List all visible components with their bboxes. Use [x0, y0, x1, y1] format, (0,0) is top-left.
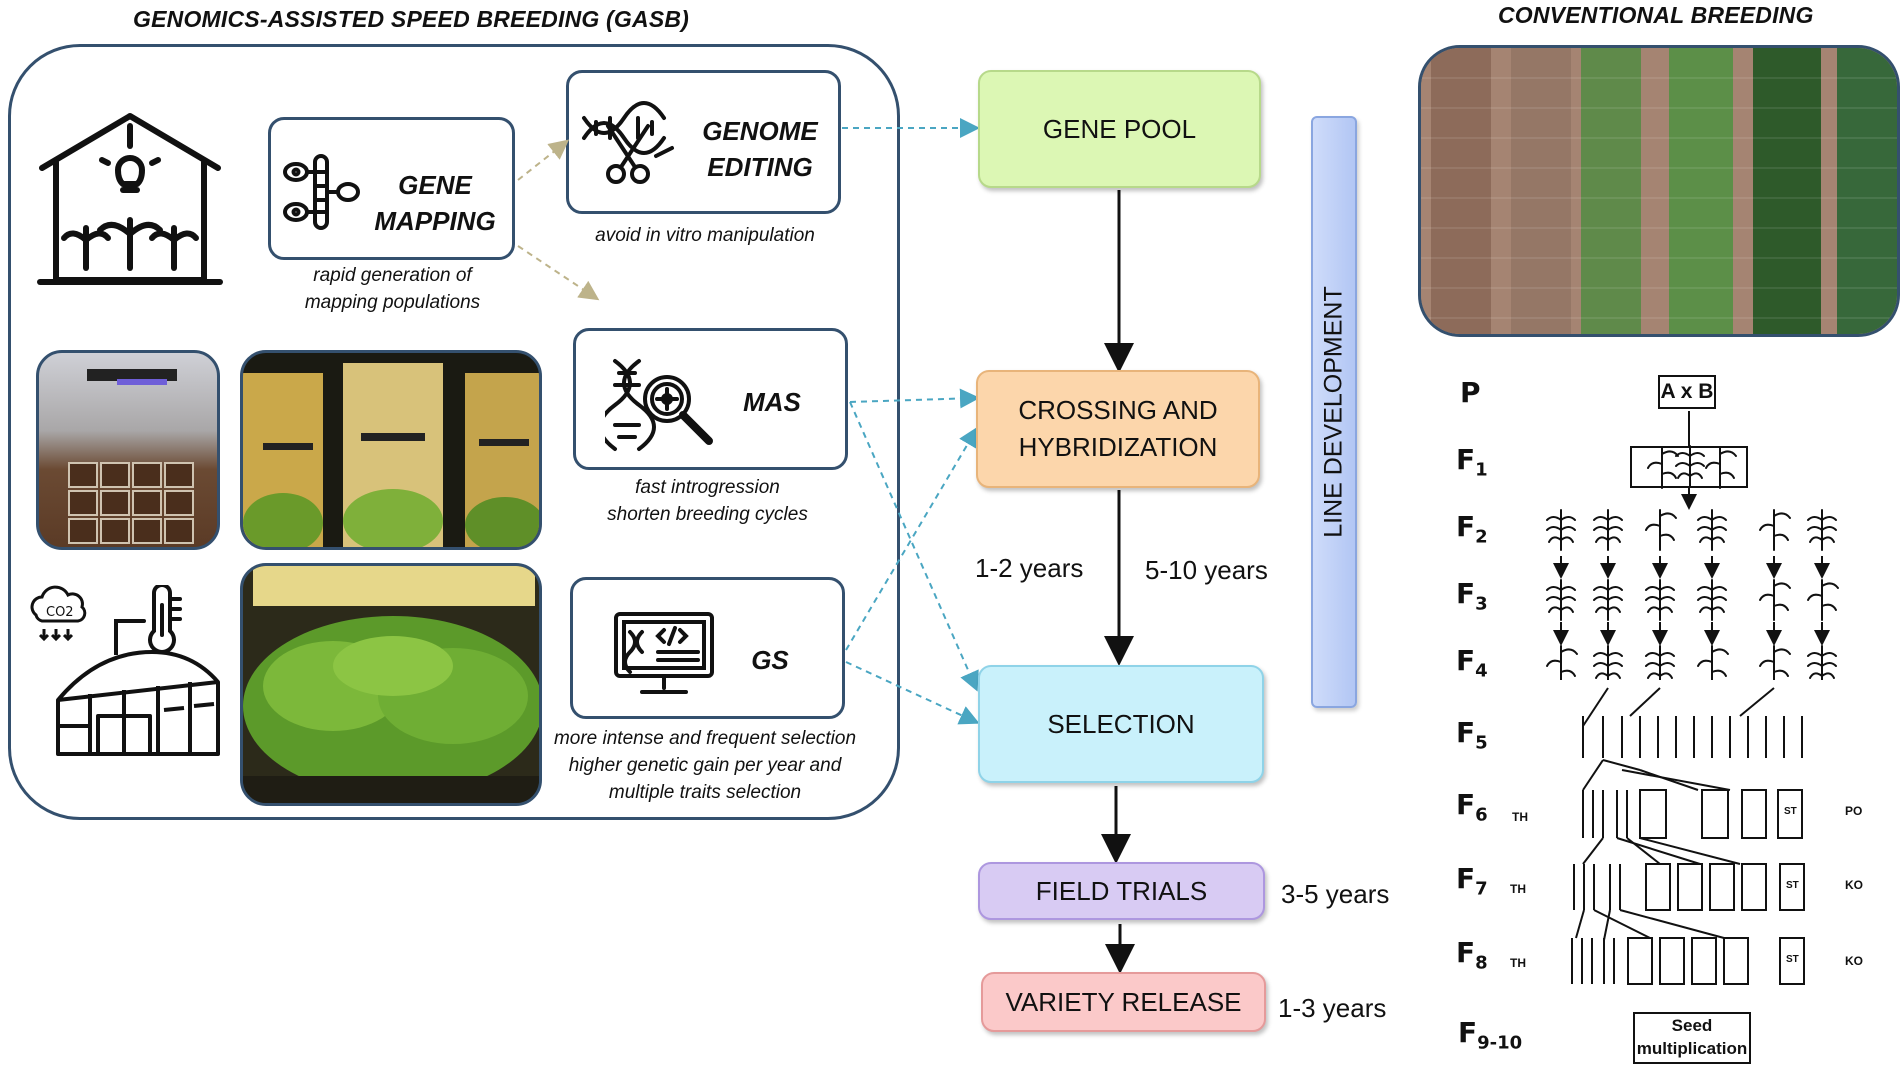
- variety-release-box: VARIETY RELEASE: [981, 972, 1266, 1032]
- growth-chamber-seedlings-photo: [240, 563, 542, 806]
- genome-editing-caption: avoid in vitro manipulation: [595, 225, 815, 246]
- field-trials-years: 3-5 years: [1281, 879, 1390, 909]
- field-trials-box: FIELD TRIALS: [978, 862, 1265, 920]
- growth-chamber-pots-photo: [36, 350, 220, 550]
- genome-editing-label-1: GENOME: [702, 116, 818, 146]
- gs-caption-2: higher genetic gain per year and: [568, 755, 842, 776]
- svg-text:CO2: CO2: [46, 605, 74, 620]
- ko-label-f7: KO: [1845, 878, 1863, 892]
- st-label-f7: ST: [1786, 880, 1799, 891]
- mas-card: [573, 328, 848, 470]
- line-development-label: LINE DEVELOPMENT: [1319, 286, 1348, 538]
- variety-release-years: 1-3 years: [1278, 993, 1387, 1023]
- gen-f4: F4: [1456, 644, 1488, 682]
- gene-mapping-label-2: MAPPING: [374, 206, 496, 236]
- greenhouse-icon: [56, 650, 220, 756]
- conventional-years: 5-10 years: [1145, 555, 1268, 585]
- gene-mapping-card: [268, 117, 515, 260]
- cross-box: A x B: [1658, 375, 1716, 409]
- seed-label-1: Seed: [1671, 1016, 1713, 1035]
- gs-caption-1: more intense and frequent selection: [553, 728, 857, 749]
- gs-caption-3: multiple traits selection: [608, 782, 802, 803]
- gen-f9-10: F9-10: [1458, 1016, 1523, 1054]
- gen-f6: F6: [1456, 788, 1488, 826]
- co2-cloud-icon: CO2: [30, 585, 87, 642]
- conventional-title: CONVENTIONAL BREEDING: [1498, 2, 1814, 28]
- crossing-label-1: CROSSING AND: [1018, 395, 1218, 425]
- field-trials-label: FIELD TRIALS: [1035, 875, 1208, 906]
- st-label-f6: ST: [1784, 806, 1797, 817]
- th-label-f7: TH: [1510, 882, 1526, 896]
- computer-dna-icon: [614, 612, 714, 694]
- gen-p: P: [1460, 376, 1481, 409]
- gene-pool-box: GENE POOL: [978, 70, 1261, 188]
- st-label-f8: ST: [1786, 954, 1799, 965]
- gene-mapping-icon: [283, 154, 360, 230]
- gs-label: GS: [751, 645, 789, 675]
- gasb-frame: [8, 44, 900, 820]
- selection-label: SELECTION: [1047, 708, 1195, 739]
- dna-magnifier-icon: [605, 359, 713, 451]
- genome-editing-label-2: EDITING: [707, 152, 813, 182]
- mas-caption-1: fast introgression: [635, 477, 780, 498]
- th-label-f8: TH: [1510, 956, 1526, 970]
- crossing-box: CROSSING AND HYBRIDIZATION: [976, 370, 1260, 488]
- gene-pool-label: GENE POOL: [1042, 113, 1197, 144]
- line-development-bar: [1311, 116, 1357, 708]
- gen-f7: F7: [1456, 862, 1488, 900]
- th-label-f6: TH: [1512, 810, 1528, 824]
- gen-f8: F8: [1456, 936, 1488, 974]
- gasb-title: GENOMICS-ASSISTED SPEED BREEDING (GASB): [133, 6, 690, 32]
- po-label: PO: [1845, 804, 1863, 818]
- mas-label: MAS: [743, 387, 801, 417]
- plant-generations-icon: [1546, 445, 1839, 680]
- mas-caption-2: shorten breeding cycles: [607, 504, 808, 525]
- gene-mapping-caption-2: mapping populations: [304, 292, 481, 313]
- growth-tents-lights-photo: [240, 350, 542, 550]
- aerial-field-plots-photo: [1418, 45, 1900, 337]
- gasb-years: 1-2 years: [975, 553, 1084, 583]
- crossing-label-2: HYBRIDIZATION: [1018, 432, 1218, 462]
- selection-box: SELECTION: [978, 665, 1264, 783]
- ko-label-f8: KO: [1845, 954, 1863, 968]
- seed-multiplication-box: Seed multiplication: [1633, 1012, 1751, 1064]
- gen-f3: F3: [1456, 577, 1488, 615]
- thermometer-icon: [114, 585, 182, 655]
- dna-scissors-icon: [582, 101, 674, 184]
- greenhouse-plants-icon: [37, 113, 223, 285]
- gen-f1: F1: [1456, 443, 1488, 481]
- gene-mapping-label-1: GENE: [398, 170, 472, 200]
- gen-f5: F5: [1456, 716, 1488, 754]
- gene-mapping-caption-1: rapid generation of: [313, 265, 472, 286]
- gen-f2: F2: [1456, 510, 1488, 548]
- variety-release-label: VARIETY RELEASE: [1005, 986, 1242, 1017]
- seed-label-2: multiplication: [1636, 1039, 1748, 1058]
- genome-editing-card: [566, 70, 841, 214]
